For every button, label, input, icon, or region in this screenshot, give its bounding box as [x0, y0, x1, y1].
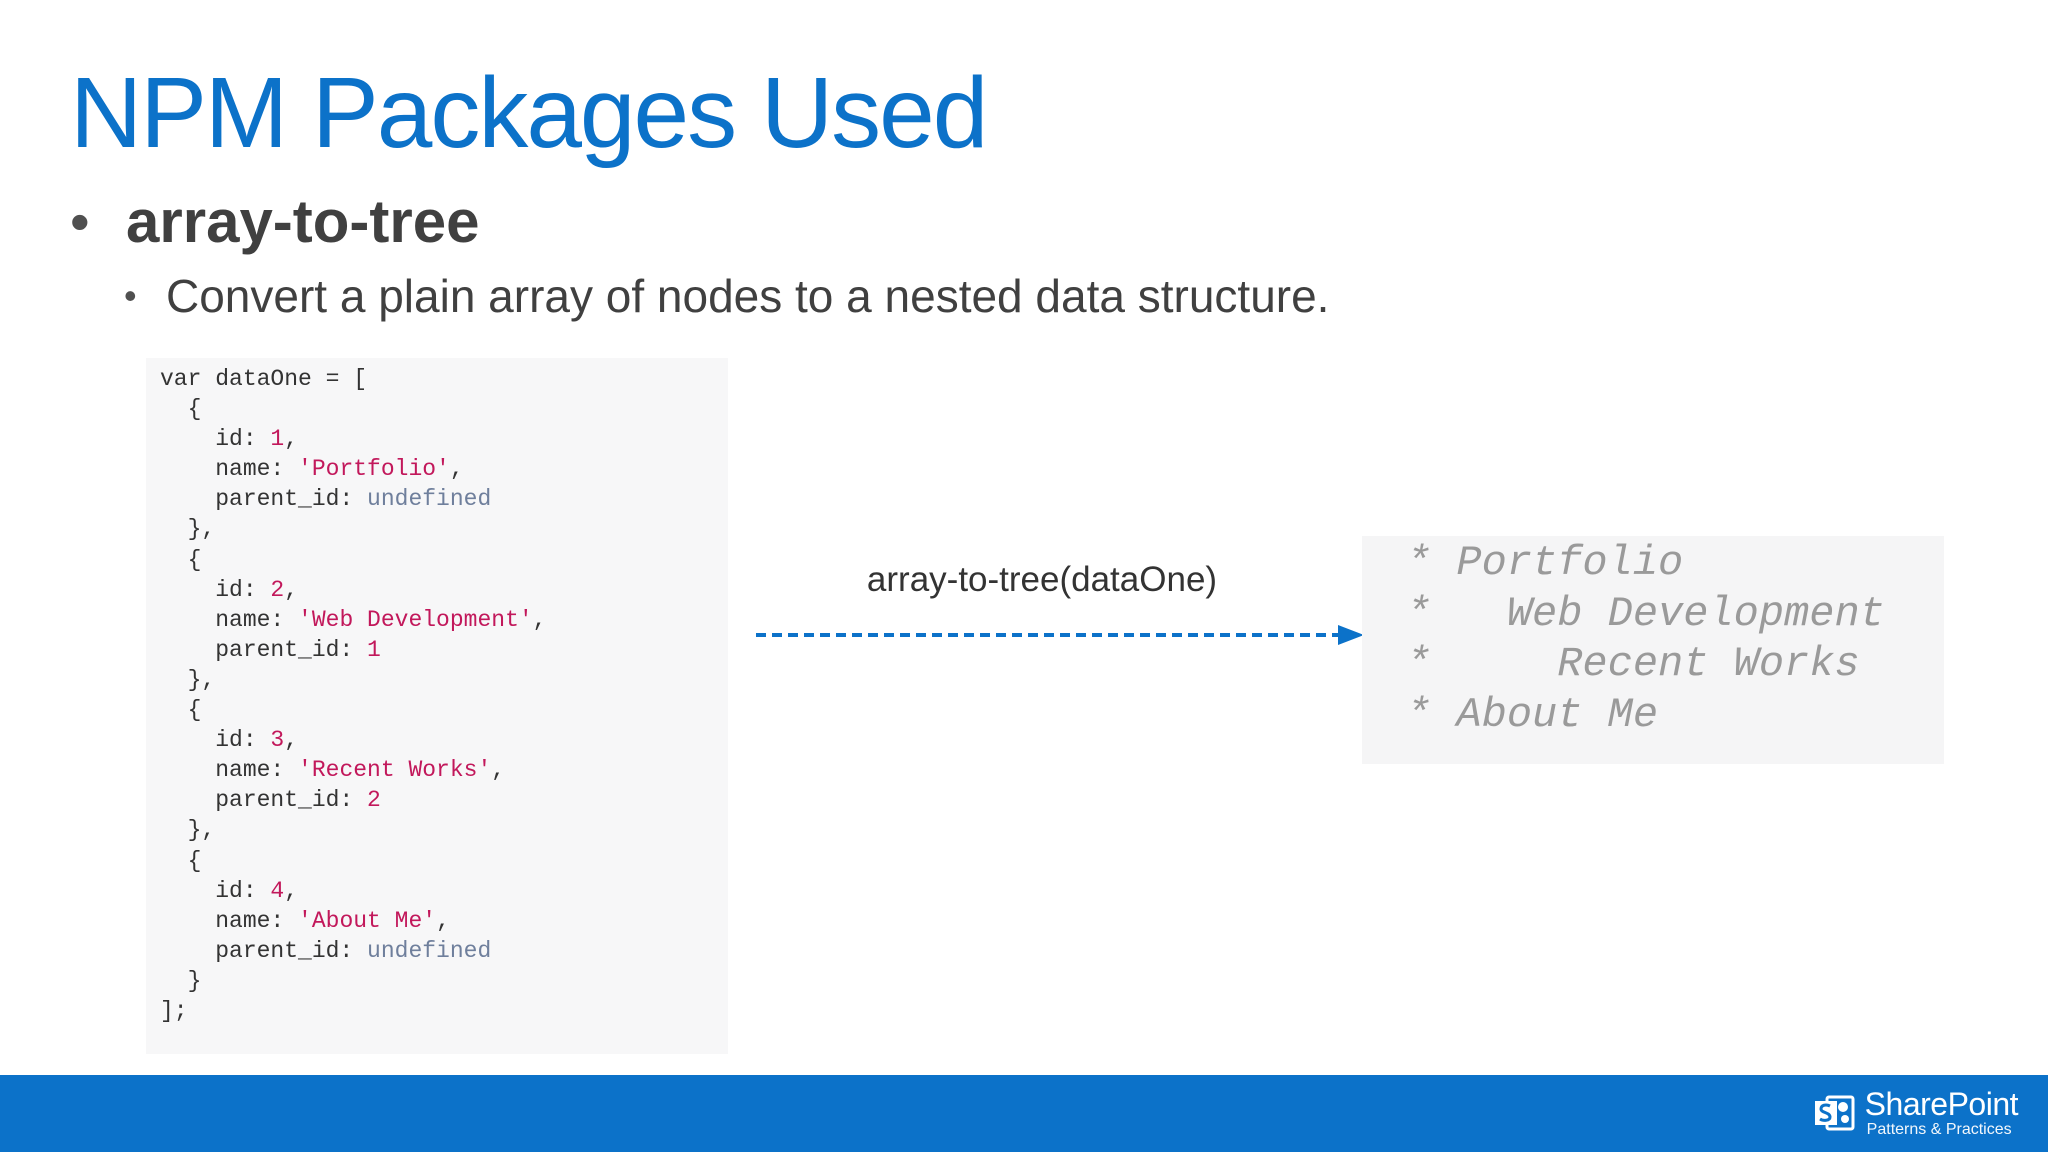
code-line: { — [160, 847, 202, 874]
bullet-description: Convert a plain array of nodes to a nest… — [166, 270, 1330, 322]
code-line: parent_id: undefined — [160, 486, 492, 513]
logo-text: SharePoint Patterns & Practices — [1864, 1086, 2019, 1139]
code-block: var dataOne = [ { id: 1, name: 'Portfoli… — [160, 364, 546, 1026]
dashed-arrow-icon — [756, 625, 1364, 645]
code-line: }, — [160, 666, 216, 693]
slide-title: NPM Packages Used — [70, 57, 988, 169]
bullet-package-name: array-to-tree — [126, 187, 480, 255]
code-line: }, — [160, 516, 216, 543]
tree-node: * Portfolio — [1406, 539, 1684, 587]
code-line: id: 2, — [160, 576, 299, 603]
tree-output: * Portfolio* Web Development* Recent Wor… — [1406, 538, 1885, 740]
code-line: { — [160, 697, 202, 724]
transform-label: array-to-tree(dataOne) — [866, 560, 1218, 599]
code-line: parent_id: 2 — [160, 787, 381, 814]
code-line: name: 'Recent Works', — [160, 757, 506, 784]
code-line: } — [160, 967, 202, 994]
code-line: }, — [160, 817, 216, 844]
footer-bar: SharePoint Patterns & Practices — [0, 1075, 2048, 1152]
logo-name: SharePoint — [1864, 1086, 2019, 1122]
tree-output-panel: * Portfolio* Web Development* Recent Wor… — [1362, 536, 1944, 764]
bullet-level-1: • array-to-tree — [70, 186, 479, 256]
logo-subtitle: Patterns & Practices — [1866, 1121, 2012, 1138]
tree-node: * About Me — [1406, 690, 1659, 739]
code-line: var dataOne = [ — [160, 366, 368, 392]
sharepoint-logo-icon — [1814, 1095, 1855, 1131]
sharepoint-logo: SharePoint Patterns & Practices — [1813, 1086, 2019, 1139]
tree-node: * Web Development — [1406, 589, 1885, 638]
code-line: name: 'Web Development', — [160, 606, 547, 633]
code-line: name: 'About Me', — [160, 907, 450, 934]
bullet-dot: • — [70, 189, 90, 253]
bullet-level-2: • Convert a plain array of nodes to a ne… — [124, 266, 1329, 326]
code-input-panel: var dataOne = [ { id: 1, name: 'Portfoli… — [146, 358, 728, 1054]
code-line: id: 4, — [160, 877, 299, 904]
code-line: parent_id: 1 — [160, 636, 381, 663]
code-line: ]; — [160, 997, 188, 1024]
code-line: { — [160, 546, 202, 573]
code-line: name: 'Portfolio', — [160, 456, 464, 483]
sub-bullet-dot: • — [124, 275, 137, 316]
code-line: id: 1, — [160, 426, 299, 453]
code-line: { — [160, 396, 202, 423]
tree-node: * Recent Works — [1406, 640, 1860, 688]
code-line: id: 3, — [160, 727, 299, 754]
code-line: parent_id: undefined — [160, 937, 492, 964]
